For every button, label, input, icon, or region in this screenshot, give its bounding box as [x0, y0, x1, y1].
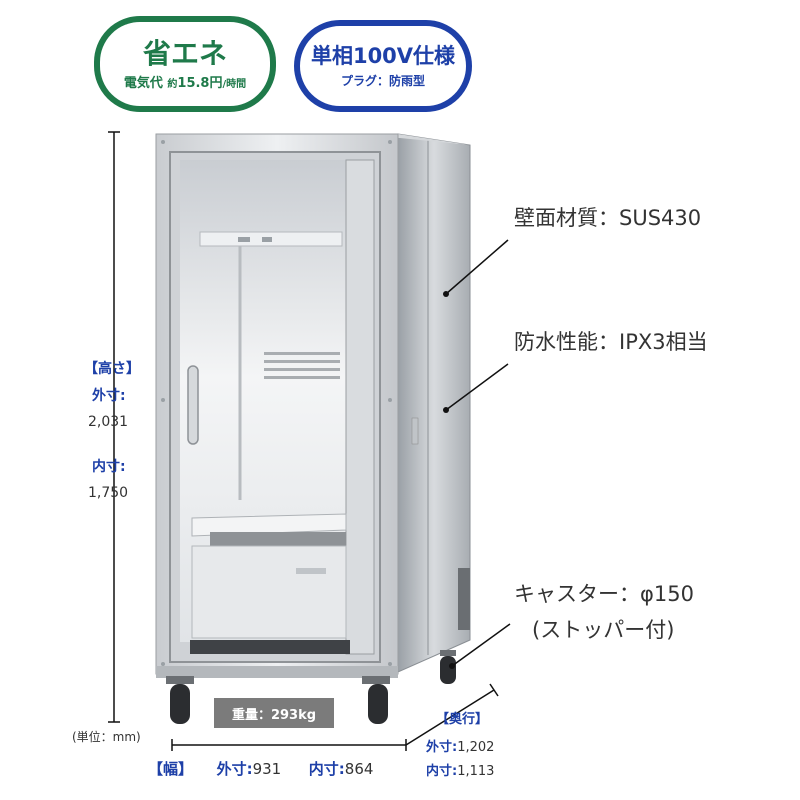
depth-header: 【奥行】 — [436, 712, 489, 727]
height-outer-value: 2,031 — [88, 414, 129, 430]
spec-caster-line2: (ストッパー付) — [532, 618, 675, 642]
weight-tag: 重量：293kg — [214, 698, 334, 728]
width-outer-label: 外寸: — [216, 760, 253, 778]
depth-inner: 内寸:1,113 — [426, 760, 494, 779]
eco-badge: 省エネ 電気代 約15.8円/時間 — [94, 16, 276, 112]
depth-outer-label: 外寸: — [426, 740, 458, 755]
height-outer-label: 外寸: — [92, 388, 126, 404]
height-inner-value: 1,750 — [88, 485, 129, 501]
depth-outer: 外寸:1,202 — [426, 736, 494, 755]
width-inner-value: 864 — [344, 760, 374, 778]
eco-sub-label: 電気代 — [123, 75, 163, 91]
power-badge-sub: プラグ：防雨型 — [340, 74, 425, 88]
spec-wall-material: 壁面材質：SUS430 — [514, 206, 702, 230]
width-header: 【幅】 — [148, 760, 194, 778]
eco-sub-value: 15.8円 — [177, 75, 223, 91]
side-vent — [458, 568, 470, 630]
vent-grille-icon — [264, 352, 340, 379]
width-inner-label: 内寸: — [308, 760, 345, 778]
width-dimension: 【幅】 外寸:931 内寸:864 — [148, 758, 373, 779]
power-badge: 単相100V仕様 プラグ：防雨型 — [294, 20, 472, 112]
spec-waterproof: 防水性能：IPX3相当 — [514, 330, 708, 354]
depth-outer-value: 1,202 — [457, 740, 495, 755]
depth-inner-label: 内寸: — [426, 764, 458, 779]
eco-badge-title: 省エネ — [142, 36, 227, 70]
spec-caster-line1: キャスター：φ150 — [514, 582, 694, 606]
power-badge-title: 単相100V仕様 — [310, 44, 456, 68]
depth-inner-value: 1,113 — [457, 764, 495, 779]
height-header: 【高さ】 — [84, 361, 140, 377]
eco-sub-unit: /時間 — [222, 78, 247, 90]
unit-note: (単位：mm) — [72, 730, 141, 744]
eco-sub-prefix: 約 — [167, 78, 178, 90]
width-outer-value: 931 — [252, 760, 282, 778]
door-handle-icon — [187, 365, 199, 445]
eco-badge-sub: 電気代 約15.8円/時間 — [124, 72, 246, 91]
height-inner-label: 内寸: — [92, 459, 126, 475]
